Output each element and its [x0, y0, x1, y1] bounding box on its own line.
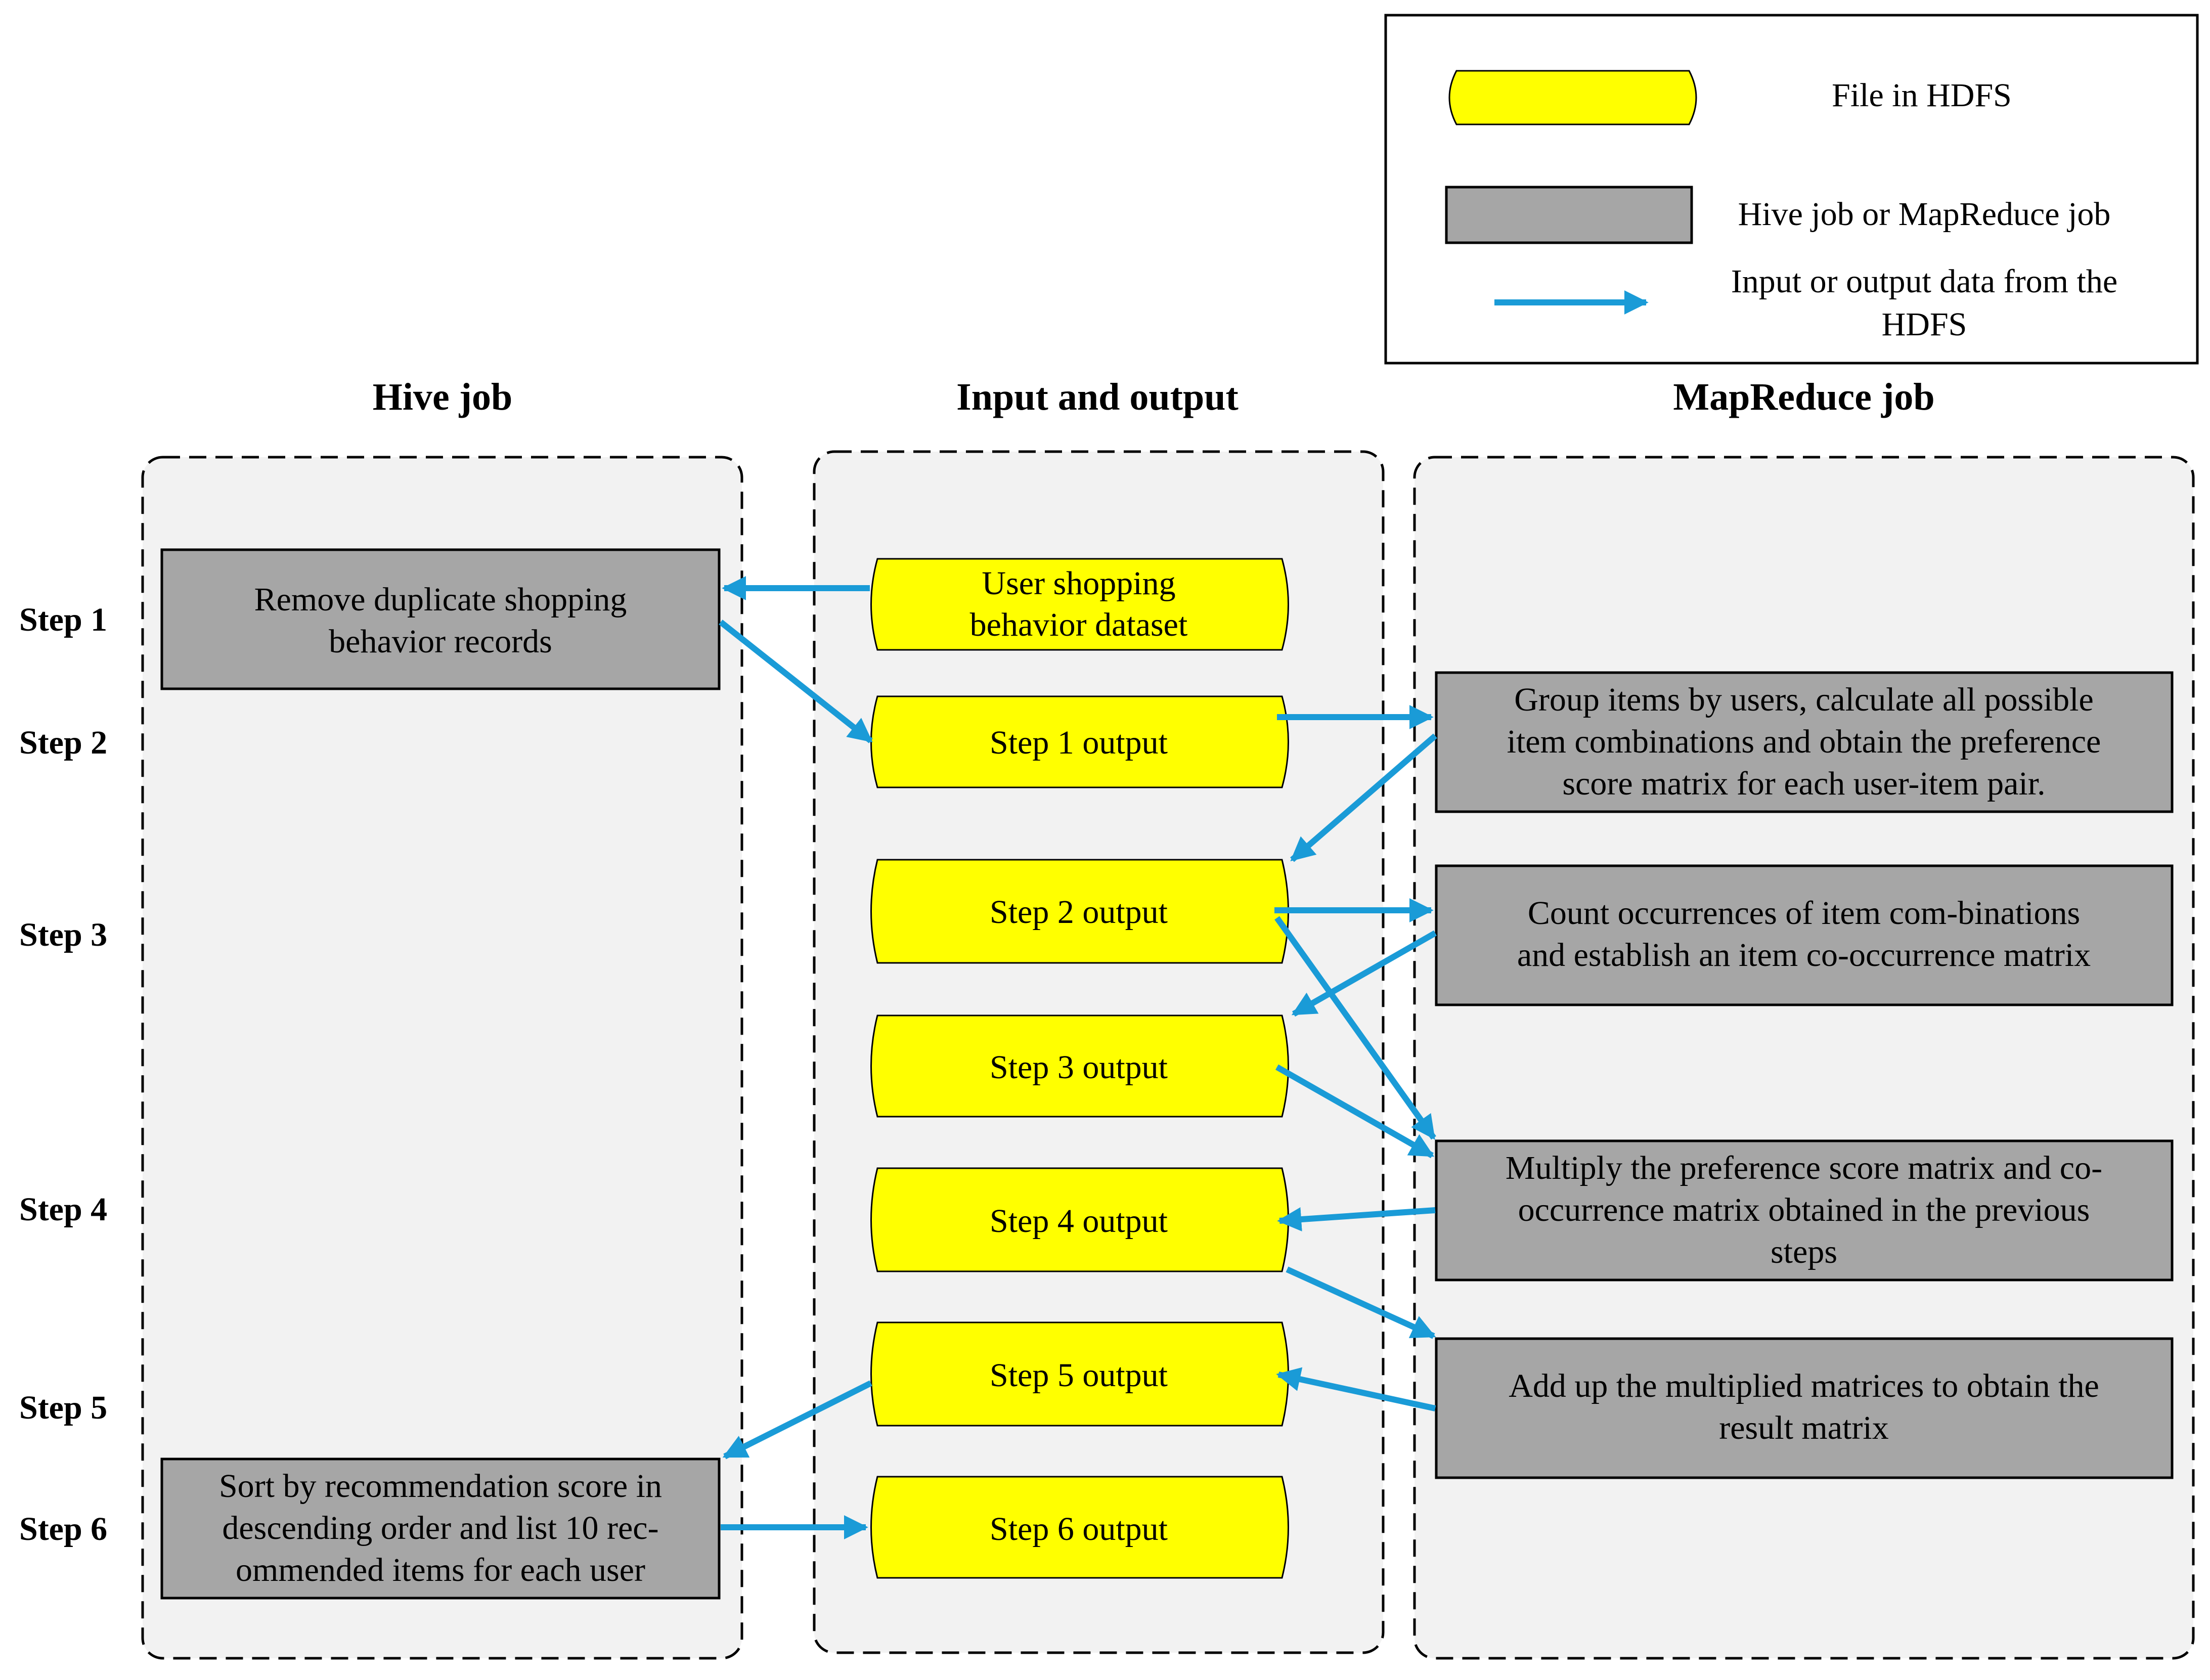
- mapreduce-job-multiply-line1: Multiply the preference score matrix and…: [1506, 1150, 2102, 1186]
- arrow-remove-duplicates-to-step1: [719, 620, 873, 743]
- mapreduce-job-count-occurrences-line2: and establish an item co-occurrence matr…: [1517, 937, 2091, 974]
- mapreduce-job-multiply-line3: steps: [1771, 1233, 1837, 1270]
- file-step3-output: Step 3 output: [870, 1014, 1289, 1118]
- mapreduce-job-count-occurrences-line1: Count occurrences of item com-binations: [1528, 895, 2080, 932]
- arrow-multiply-to-step4: [1277, 1207, 1436, 1232]
- legend-job-symbol: [1445, 186, 1693, 244]
- file-step6-output: Step 6 output: [870, 1476, 1289, 1579]
- hive-job-sort-recommend-line1: Sort by recommendation score in: [219, 1468, 662, 1505]
- legend-arrow-label-line2: HDFS: [1882, 306, 1967, 343]
- mapreduce-job-multiply-line2: occurrence matrix obtained in the previo…: [1518, 1191, 2090, 1228]
- hive-job-sort-recommend-line2: descending order and list 10 rec-: [222, 1510, 658, 1546]
- hive-job-remove-duplicates-line1: Remove duplicate shopping: [254, 581, 627, 618]
- column-header-hive: Hive job: [373, 376, 513, 418]
- legend: File in HDFS Hive job or MapReduce job I…: [1384, 14, 2199, 365]
- mapreduce-job-count-occurrences: Count occurrences of item com-binations …: [1435, 864, 2174, 1006]
- arrow-step2-to-multiply: [1274, 916, 1436, 1140]
- hive-job-sort-recommend: Sort by recommendation score in descendi…: [160, 1457, 721, 1600]
- hive-panel: [141, 456, 743, 1660]
- step-labels: Step 1 Step 2 Step 3 Step 4 Step 5 Step …: [19, 601, 107, 1548]
- step-label-1: Step 1: [19, 601, 107, 638]
- mapreduce-job-group-items-line3: score matrix for each user-item pair.: [1562, 765, 2045, 802]
- file-step5-output: Step 5 output: [870, 1321, 1289, 1427]
- column-header-io: Input and output: [956, 376, 1239, 418]
- mapreduce-job-multiply: Multiply the preference score matrix and…: [1435, 1139, 2174, 1281]
- arrow-count-occurrences-to-step3: [1291, 930, 1437, 1017]
- file-step1-output: Step 1 output: [870, 695, 1289, 788]
- hive-job-remove-duplicates: Remove duplicate shopping behavior recor…: [160, 548, 721, 690]
- step-label-2: Step 2: [19, 724, 107, 761]
- hive-job-sort-recommend-line3: ommended items for each user: [236, 1552, 645, 1588]
- mapreduce-job-add-up-line2: result matrix: [1719, 1409, 1888, 1446]
- mapreduce-job-add-up-line1: Add up the multiplied matrices to obtain…: [1509, 1367, 2099, 1404]
- legend-arrow-label-line1: Input or output data from the: [1731, 263, 2117, 300]
- arrows: [719, 576, 1437, 1539]
- legend-job-label: Hive job or MapReduce job: [1738, 196, 2111, 233]
- arrow-step5-to-sort-recommend: [722, 1380, 872, 1460]
- step-label-6: Step 6: [19, 1511, 107, 1548]
- hive-job-remove-duplicates-line2: behavior records: [329, 623, 552, 660]
- arrow-step3-to-multiply: [1275, 1064, 1435, 1159]
- mapreduce-job-add-up: Add up the multiplied matrices to obtain…: [1435, 1337, 2174, 1479]
- arrow-group-items-to-step2: [1290, 733, 1437, 862]
- mapreduce-job-group-items-line2: item combinations and obtain the prefere…: [1507, 723, 2101, 760]
- file-step6-output-label: Step 6 output: [990, 1511, 1168, 1548]
- mapreduce-job-group-items-line1: Group items by users, calculate all poss…: [1514, 681, 2094, 718]
- file-step4-output-label: Step 4 output: [990, 1203, 1168, 1240]
- file-step1-output-label: Step 1 output: [990, 724, 1168, 761]
- file-dataset: User shopping behavior dataset: [870, 558, 1289, 651]
- arrow-step4-to-add-up: [1286, 1266, 1436, 1339]
- file-step2-output: Step 2 output: [870, 859, 1289, 964]
- file-dataset-line1: User shopping: [982, 565, 1175, 602]
- step-label-4: Step 4: [19, 1191, 107, 1228]
- step-label-3: Step 3: [19, 916, 107, 953]
- file-dataset-line2: behavior dataset: [970, 606, 1188, 643]
- file-step4-output: Step 4 output: [870, 1167, 1289, 1272]
- legend-file-label: File in HDFS: [1832, 77, 2012, 114]
- mapreduce-job-group-items: Group items by users, calculate all poss…: [1435, 671, 2174, 813]
- arrow-add-up-to-step5: [1276, 1367, 1436, 1411]
- file-step3-output-label: Step 3 output: [990, 1049, 1168, 1086]
- file-step5-output-label: Step 5 output: [990, 1357, 1168, 1394]
- file-step2-output-label: Step 2 output: [990, 894, 1168, 931]
- step-label-5: Step 5: [19, 1389, 107, 1426]
- column-header-mapreduce: MapReduce job: [1673, 376, 1934, 418]
- legend-file-symbol: [1448, 70, 1697, 125]
